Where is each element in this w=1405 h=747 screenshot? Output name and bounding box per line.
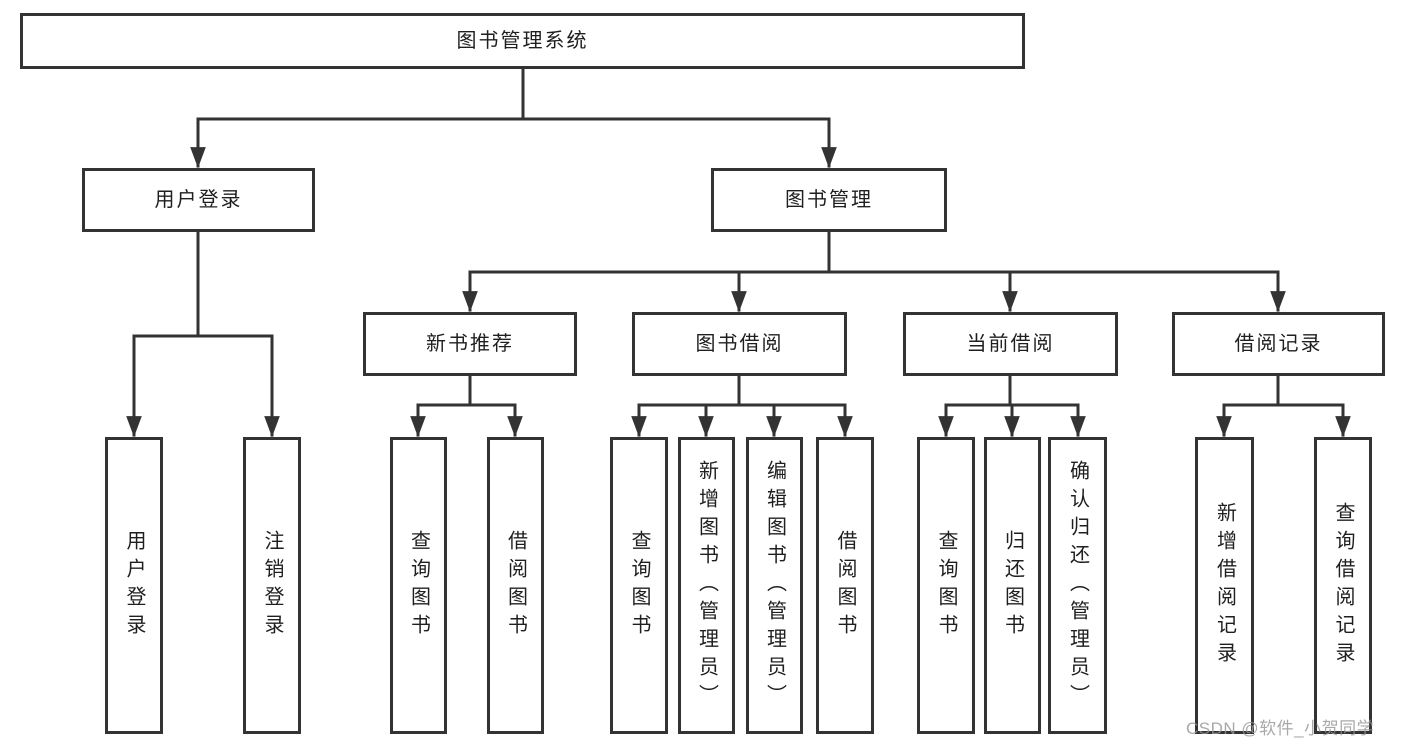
node-book-borrow: 图书借阅 [632, 312, 847, 376]
node-label: 图书借阅 [695, 333, 784, 355]
edge-records-bus [1222, 374, 1345, 407]
node-label: 查询借阅记录 [1332, 501, 1354, 670]
node-label: 借阅记录 [1234, 333, 1323, 355]
node-label: 查询图书 [407, 529, 430, 642]
node-label: 用户登录 [123, 529, 145, 642]
node-label: 当前借阅 [966, 333, 1055, 355]
node-label: 查询图书 [628, 529, 650, 642]
leaf-borrow-query: 查询图书 [610, 437, 668, 734]
csdn-watermark: CSDN @软件_小贺同学 [1186, 719, 1375, 738]
node-label: 归还图书 [1001, 529, 1024, 642]
leaf-borrow-borrow: 借阅图书 [816, 437, 874, 734]
leaf-user-login: 用户登录 [105, 437, 163, 734]
node-label: 新增借阅记录 [1213, 501, 1236, 670]
edge-root-bus [196, 67, 831, 121]
node-label: 新书推荐 [426, 333, 514, 355]
node-label: 确认归还（管理员） [1066, 459, 1089, 712]
leaf-borrow-add-admin: 新增图书（管理员） [678, 437, 735, 734]
node-label: 借阅图书 [834, 529, 856, 642]
leaf-newbook-query: 查询图书 [390, 437, 447, 734]
edge-newbook-bus [416, 374, 517, 407]
node-borrow-records: 借阅记录 [1172, 312, 1385, 376]
node-label: 图书管理系统 [456, 30, 589, 52]
leaf-newbook-borrow: 借阅图书 [487, 437, 544, 734]
node-label: 新增图书（管理员） [695, 459, 718, 712]
node-root-system: 图书管理系统 [20, 13, 1025, 69]
node-label: 查询图书 [935, 529, 957, 642]
edge-current-bus [944, 374, 1080, 407]
edge-login-bus [132, 230, 274, 338]
node-new-book-recommend: 新书推荐 [363, 312, 577, 376]
edge-mgmt-bus [468, 230, 1280, 274]
leaf-current-return: 归还图书 [984, 437, 1041, 734]
node-label: 用户登录 [154, 189, 243, 211]
edge-borrow-bus [637, 374, 847, 407]
node-label: 借阅图书 [504, 529, 527, 642]
node-current-borrow: 当前借阅 [903, 312, 1118, 376]
node-label: 图书管理 [785, 189, 873, 211]
leaf-records-add: 新增借阅记录 [1195, 437, 1254, 734]
node-label: 编辑图书（管理员） [763, 459, 786, 712]
node-label: 注销登录 [261, 529, 283, 642]
leaf-current-query: 查询图书 [917, 437, 975, 734]
node-user-login: 用户登录 [82, 168, 315, 232]
node-book-management: 图书管理 [711, 168, 947, 232]
leaf-current-confirm-admin: 确认归还（管理员） [1048, 437, 1107, 734]
leaf-logout: 注销登录 [243, 437, 301, 734]
leaf-borrow-edit-admin: 编辑图书（管理员） [746, 437, 803, 734]
leaf-records-query: 查询借阅记录 [1314, 437, 1372, 734]
